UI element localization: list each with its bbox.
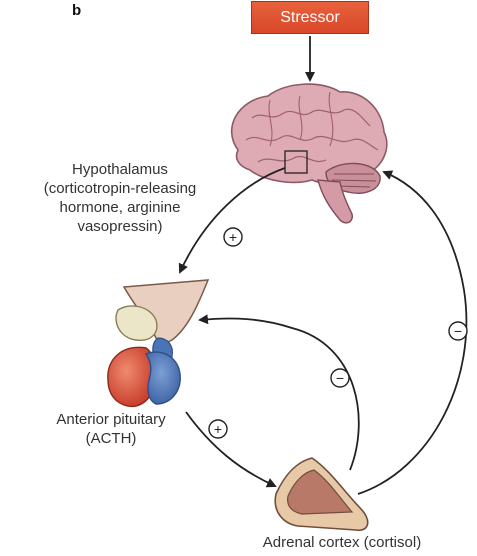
adrenal-illustration [274,457,369,532]
minus-sign-circle-2 [448,321,468,341]
adrenal-to-pituitary-feedback-arrow [198,314,360,471]
anterior-pituitary-line-2: (ACTH) [85,430,137,447]
stressor-box: Stressor [251,1,369,34]
minus-sign-circle-1 [330,368,350,388]
plus-sign-circle-2 [208,419,228,439]
hypothalamus-label: Hypothalamus (corticotropin-releasing ho… [0,160,240,236]
brainstem [317,179,354,224]
adrenal-to-brain-feedback-arrow [357,170,468,495]
plus-sign-1: + [229,229,237,245]
adrenal-cortex-label: Adrenal cortex (cortisol) [262,534,422,551]
pituitary-illustration [107,279,210,408]
anterior-pituitary-label: Anterior pituitary (ACTH) [16,410,206,448]
plus-sign-circle-1 [223,227,243,247]
hypothalamus-to-pituitary-arrow [178,167,286,274]
panel-label: b [72,2,82,19]
brain-illustration [230,83,388,185]
anterior-pituitary-line-1: Anterior pituitary [56,411,166,428]
hypothalamus-line-2: (corticotropin-releasing [43,180,197,197]
hypothalamus-line-4: vasopressin) [77,218,163,235]
minus-sign-2: − [454,323,462,339]
hypothalamus-box [284,150,308,174]
pituitary-to-adrenal-arrow [185,411,277,488]
plus-sign-2: + [214,421,222,437]
hypothalamus-line-3: hormone, arginine [59,199,181,216]
minus-sign-1: − [336,370,344,386]
hypothalamus-line-1: Hypothalamus [72,161,168,178]
